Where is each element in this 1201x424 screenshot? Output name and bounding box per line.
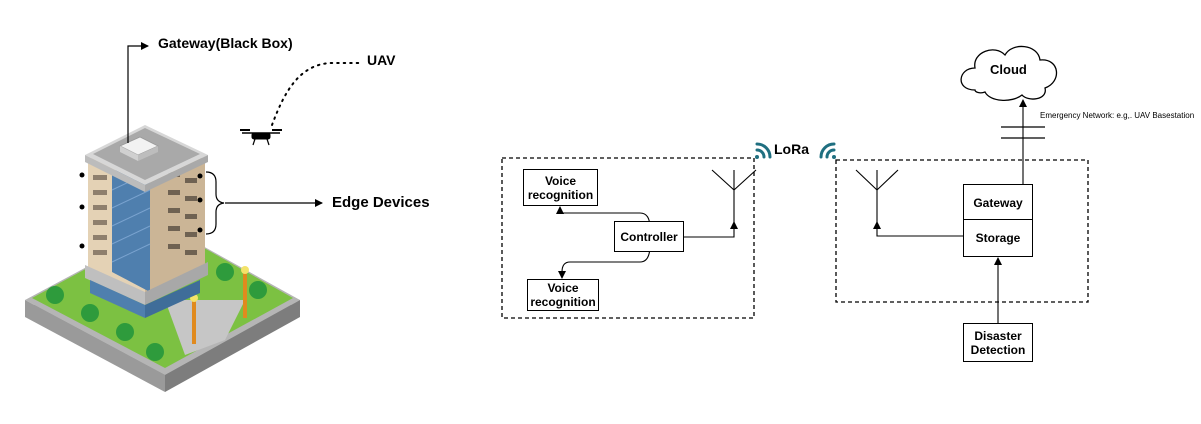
voice-recognition-top-label: Voice recognition [527, 173, 594, 202]
storage-box: Storage [963, 219, 1033, 257]
emergency-network-label: Emergency Network: e.g,. UAV Basestation [1040, 111, 1195, 120]
voice-recognition-bottom-label: Voice recognition [530, 281, 596, 309]
antenna-icon-right [855, 169, 899, 222]
link-storage-antenna-right [873, 221, 964, 237]
edge-devices-brace [205, 171, 225, 235]
link-controller-antenna-left [684, 221, 738, 238]
gateway-box: Gateway [963, 184, 1033, 221]
drone-icon [240, 129, 282, 146]
antenna-icon-left [711, 169, 757, 222]
gateway-pointer-line [127, 42, 149, 143]
disaster-detection-box: Disaster Detection [963, 323, 1033, 362]
right-node-boundary [835, 159, 1089, 303]
edge-devices-label: Edge Devices [332, 194, 430, 211]
lora-label: LoRa [774, 141, 809, 157]
edge-device-dots [79, 172, 203, 249]
voice-recognition-top-box: Voice recognition [523, 169, 598, 206]
gateway-black-box-label: Gateway(Black Box) [158, 35, 293, 51]
gateway-label: Gateway [973, 195, 1023, 210]
storage-label: Storage [975, 231, 1021, 245]
voice-recognition-bottom-box: Voice recognition [527, 279, 599, 311]
cloud-label: Cloud [990, 62, 1027, 77]
left-node-boundary [501, 157, 755, 319]
wifi-icon-right [819, 142, 836, 159]
wifi-icon-left [755, 142, 772, 159]
disaster-detection-label: Disaster Detection [970, 328, 1026, 357]
controller-label: Controller [620, 229, 678, 244]
controller-box: Controller [614, 221, 684, 252]
uav-label: UAV [367, 52, 396, 68]
cloud-shape [960, 45, 1058, 101]
building-illustration [25, 125, 300, 392]
uav-flight-path [271, 62, 361, 126]
